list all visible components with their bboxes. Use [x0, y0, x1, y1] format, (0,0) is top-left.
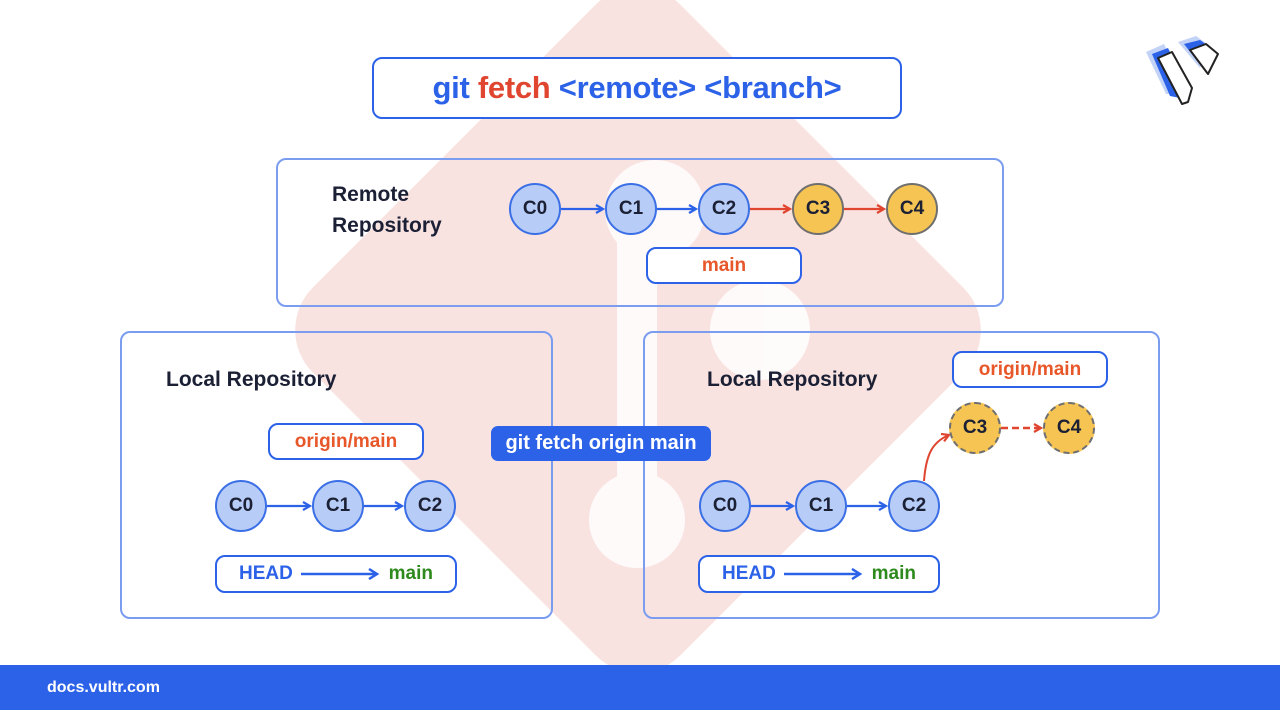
remote-label-line1: Remote	[332, 183, 410, 206]
remote-commit-c2: C2	[698, 183, 750, 235]
git-logo-stem	[617, 225, 657, 555]
local-after-commit-c2: C2	[888, 480, 940, 532]
local-before-commit-c1: C1	[312, 480, 364, 532]
local-after-head-pill: HEAD main	[698, 555, 940, 593]
local-after-commit-c0: C0	[699, 480, 751, 532]
remote-repository-label: Remote Repository	[332, 179, 442, 241]
title-git: git	[432, 70, 470, 105]
command-syntax-title: git fetch <remote> <branch>	[372, 57, 902, 119]
remote-repository-panel	[276, 158, 1004, 307]
vultr-logo-icon	[1146, 36, 1219, 105]
local-after-fetched-commit-c4: C4	[1043, 402, 1095, 454]
local-after-fetched-commit-c3: C3	[949, 402, 1001, 454]
title-remote-arg: <remote>	[558, 70, 696, 105]
local-after-label: Local Repository	[707, 368, 878, 391]
local-before-label: Local Repository	[166, 368, 337, 391]
local-before-head-pill: HEAD main	[215, 555, 457, 593]
local-repository-after-panel	[643, 331, 1160, 619]
local-after-commit-c1: C1	[795, 480, 847, 532]
git-fetch-command-badge: git fetch origin main	[491, 426, 711, 461]
local-before-origin-main-pill: origin/main	[268, 423, 424, 460]
remote-commit-c1: C1	[605, 183, 657, 235]
local-before-commit-c0: C0	[215, 480, 267, 532]
local-before-commit-c2: C2	[404, 480, 456, 532]
remote-label-line2: Repository	[332, 214, 442, 237]
footer-site-link[interactable]: docs.vultr.com	[47, 678, 160, 696]
local-after-origin-main-pill: origin/main	[952, 351, 1108, 388]
remote-commit-c3: C3	[792, 183, 844, 235]
local-repository-before-panel	[120, 331, 553, 619]
title-fetch: fetch	[477, 70, 551, 105]
remote-commit-c4: C4	[886, 183, 938, 235]
local-before-head-branch: main	[388, 563, 433, 584]
local-after-head-branch: main	[871, 563, 916, 584]
footer-bar: docs.vultr.com	[0, 665, 1280, 710]
head-arrow-icon	[783, 568, 863, 580]
remote-commit-c0: C0	[509, 183, 561, 235]
local-after-head-label: HEAD	[722, 563, 776, 584]
git-logo-node-bottom	[589, 472, 685, 568]
remote-main-branch-pill: main	[646, 247, 802, 284]
head-arrow-icon	[300, 568, 380, 580]
local-before-head-label: HEAD	[239, 563, 293, 584]
title-branch-arg: <branch>	[704, 70, 842, 105]
